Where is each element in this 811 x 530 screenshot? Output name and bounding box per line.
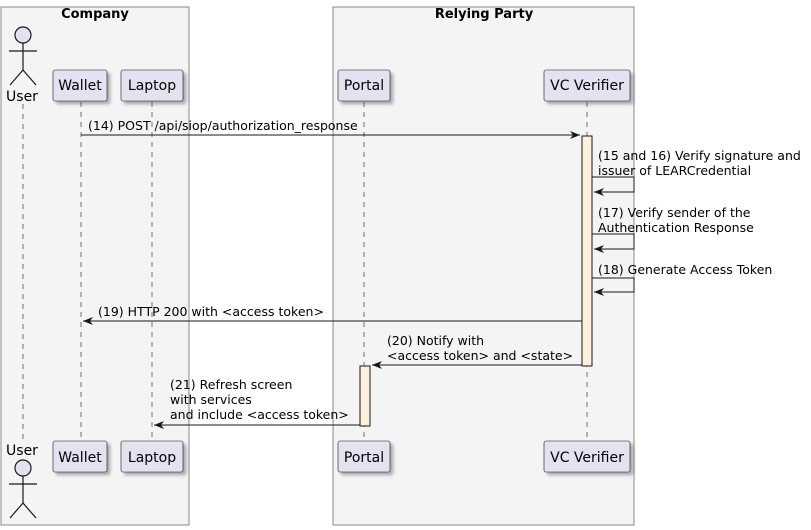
arrowhead-icon xyxy=(594,245,604,253)
message-17-line2: Authentication Response xyxy=(598,220,754,235)
portal-label-bottom: Portal xyxy=(344,450,384,466)
portal-activation xyxy=(359,365,371,427)
laptop-participant-top: Laptop xyxy=(120,69,184,102)
message-18-label: (18) Generate Access Token xyxy=(598,262,772,277)
portal-participant-bottom: Portal xyxy=(337,440,391,473)
wallet-participant-top: Wallet xyxy=(52,69,108,102)
message-14-label: (14) POST /api/siop/authorization_respon… xyxy=(88,118,358,133)
laptop-label-top: Laptop xyxy=(128,78,176,94)
arrowhead-icon xyxy=(594,288,604,296)
message-18: (18) Generate Access Token xyxy=(592,262,772,296)
message-15-16-line1: (15 and 16) Verify signature and xyxy=(598,148,801,163)
message-19-label: (19) HTTP 200 with <access token> xyxy=(98,304,324,319)
user-label-top: User xyxy=(6,89,38,105)
wallet-label-top: Wallet xyxy=(58,78,102,94)
portal-label-top: Portal xyxy=(344,78,384,94)
message-20: (20) Notify with <access token> and <sta… xyxy=(372,333,582,369)
vc-verifier-activation xyxy=(581,135,593,367)
message-14: (14) POST /api/siop/authorization_respon… xyxy=(81,118,580,139)
wallet-participant-bottom: Wallet xyxy=(52,440,108,473)
message-15-16-line2: issuer of LEARCredential xyxy=(598,163,751,178)
arrowhead-icon xyxy=(372,361,382,369)
vc-verifier-participant-top: VC Verifier xyxy=(543,69,631,102)
vc-verifier-label-top: VC Verifier xyxy=(550,78,624,94)
arrowhead-icon xyxy=(83,317,93,325)
laptop-participant-bottom: Laptop xyxy=(120,440,184,473)
message-19: (19) HTTP 200 with <access token> xyxy=(83,304,582,325)
message-20-line2: <access token> and <state> xyxy=(387,348,573,363)
message-21-line1: (21) Refresh screen xyxy=(170,377,292,392)
user-actor-top: User xyxy=(6,26,38,105)
vc-verifier-label-bottom: VC Verifier xyxy=(550,450,624,466)
user-head-icon xyxy=(14,26,32,44)
wallet-label-bottom: Wallet xyxy=(58,450,102,466)
message-17-line1: (17) Verify sender of the xyxy=(598,205,751,220)
vc-verifier-participant-bottom: VC Verifier xyxy=(543,440,631,473)
message-17: (17) Verify sender of the Authentication… xyxy=(592,205,754,253)
message-15-16: (15 and 16) Verify signature and issuer … xyxy=(592,148,801,196)
arrowhead-icon xyxy=(570,131,580,139)
message-21-line3: and include <access token> xyxy=(170,407,349,422)
message-20-line1: (20) Notify with xyxy=(387,333,484,348)
arrowhead-icon xyxy=(594,188,604,196)
arrowhead-icon xyxy=(154,421,164,429)
user-actor-bottom: User xyxy=(6,443,38,519)
portal-participant-top: Portal xyxy=(337,69,391,102)
relying-party-box-title: Relying Party xyxy=(435,7,534,22)
user-label-bottom: User xyxy=(6,443,38,459)
laptop-label-bottom: Laptop xyxy=(128,450,176,466)
company-box-title: Company xyxy=(61,7,129,22)
message-21: (21) Refresh screen with services and in… xyxy=(154,377,360,429)
user-head-icon xyxy=(14,459,32,477)
message-21-line2: with services xyxy=(170,392,252,407)
